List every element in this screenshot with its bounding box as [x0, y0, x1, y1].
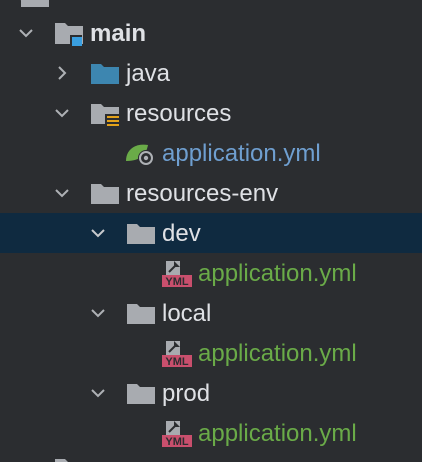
folder-icon: [91, 184, 119, 204]
tree-row-main[interactable]: main: [0, 13, 422, 53]
tree-item-label: application.yml: [198, 340, 357, 367]
chevron-down-icon[interactable]: [53, 104, 71, 122]
folder-icon: [127, 304, 155, 324]
tree-item-label: local: [162, 300, 212, 327]
tree-row-application-yml[interactable]: application.yml: [0, 133, 422, 173]
resources-folder-icon: [91, 104, 120, 127]
yml-file-icon: YML: [162, 261, 192, 287]
yml-badge-text: YML: [165, 356, 189, 367]
tree-row-dev-application-yml[interactable]: YML application.yml: [0, 253, 422, 293]
tree-item-label: dev: [162, 220, 201, 247]
tree-row-partial-bottom[interactable]: [0, 455, 422, 462]
folder-icon: [55, 459, 83, 462]
tree-item-label: resources: [126, 100, 232, 127]
chevron-down-icon[interactable]: [17, 24, 35, 42]
tree-row-resources-env[interactable]: resources-env: [0, 173, 422, 213]
tree-row-resources[interactable]: resources: [0, 93, 422, 133]
folder-icon: [21, 0, 49, 7]
tree-item-label: application.yml: [162, 140, 321, 167]
source-folder-icon: [91, 64, 119, 84]
tree-item-label: application.yml: [198, 260, 357, 287]
tree-row-prod-application-yml[interactable]: YML application.yml: [0, 413, 422, 453]
yml-badge-text: YML: [165, 436, 189, 447]
tree-row-local-application-yml[interactable]: YML application.yml: [0, 333, 422, 373]
tree-row-prod[interactable]: prod: [0, 373, 422, 413]
folder-icon: [127, 384, 155, 404]
tree-row-local[interactable]: local: [0, 293, 422, 333]
tree-row-partial-top[interactable]: [0, 0, 422, 8]
chevron-down-icon[interactable]: [89, 384, 107, 402]
tree-item-label: resources-env: [126, 180, 279, 207]
spring-config-icon: [126, 144, 154, 166]
folder-icon: [127, 224, 155, 244]
yml-file-icon: YML: [162, 421, 192, 447]
chevron-right-icon[interactable]: [53, 64, 71, 82]
tree-item-label: application.yml: [198, 420, 357, 447]
tree-item-label: java: [126, 60, 171, 87]
chevron-down-icon[interactable]: [53, 184, 71, 202]
tree-item-label: prod: [162, 380, 211, 407]
yml-file-icon: YML: [162, 341, 192, 367]
tree-row-java[interactable]: java: [0, 53, 422, 93]
tree-item-label: main: [90, 20, 147, 47]
module-folder-icon: [55, 23, 83, 46]
tree-row-dev[interactable]: dev: [0, 213, 422, 253]
chevron-down-icon[interactable]: [89, 304, 107, 322]
chevron-down-icon[interactable]: [89, 224, 107, 242]
yml-badge-text: YML: [165, 276, 189, 287]
